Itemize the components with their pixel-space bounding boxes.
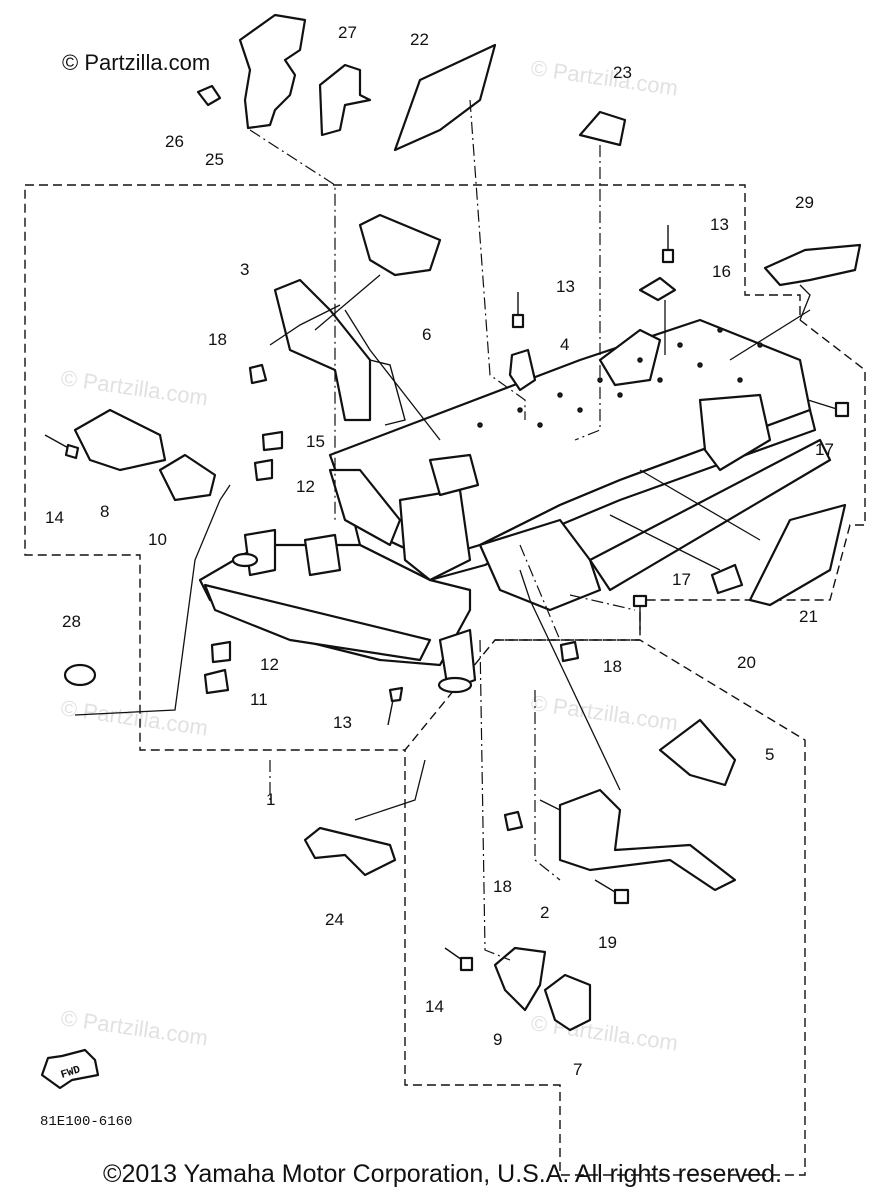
part-3-bracket (273, 278, 372, 422)
part-18-nut (248, 363, 268, 385)
leader-lines (74, 99, 811, 961)
callout-5: 5 (765, 745, 774, 764)
callout-23: 23 (613, 63, 632, 82)
part-26-bolt (196, 84, 222, 107)
part-11-bushing (203, 668, 230, 695)
part-29-plate (763, 243, 862, 287)
part-21-sheet (748, 503, 847, 607)
watermark: © Partzilla.com (59, 365, 209, 410)
part-22-sheet (393, 43, 497, 152)
callout-28: 28 (62, 612, 81, 631)
callout-13b: 13 (556, 277, 575, 296)
callout-19: 19 (598, 933, 617, 952)
callout-6: 6 (422, 325, 431, 344)
callout-11: 11 (250, 690, 268, 709)
part-25-plate (238, 13, 307, 130)
watermark: © Partzilla.com (59, 1005, 209, 1050)
part-27-bracket (318, 63, 372, 137)
watermark: © Partzilla.com (529, 55, 679, 100)
part-18-nut (503, 810, 524, 832)
callout-13a: 13 (710, 215, 729, 234)
callout-18b: 18 (603, 657, 622, 676)
callout-12a: 12 (296, 477, 315, 496)
part-14-bolt (459, 956, 474, 972)
callout-18c: 18 (493, 877, 512, 896)
callout-3: 3 (240, 260, 249, 279)
part-17-bolt (632, 594, 648, 608)
diagram-code: 81E100-6160 (40, 1114, 132, 1130)
watermark: © Partzilla.com (529, 690, 679, 735)
callout-7: 7 (573, 1060, 582, 1079)
part-13-bolt (661, 248, 675, 264)
assembly-boundary-upper (24, 184, 866, 751)
part-16-clip (638, 276, 677, 302)
frame-assembly (198, 318, 832, 694)
callout-18a: 18 (208, 330, 227, 349)
part-17-bolt (834, 401, 850, 418)
part-18-nut (559, 640, 580, 663)
part-13-bolt (388, 686, 404, 703)
callout-1: 1 (266, 790, 275, 809)
fwd-label: FWD (60, 1064, 83, 1082)
callout-20: 20 (737, 653, 756, 672)
part-24-guard (303, 826, 397, 877)
part-10-flange (158, 453, 217, 502)
part-17-bolt (807, 399, 841, 411)
callout-12b: 12 (260, 655, 279, 674)
part-4-clamp (508, 348, 537, 392)
callout-15: 15 (306, 432, 325, 451)
callout-17a: 17 (815, 440, 834, 459)
watermark-top: © Partzilla.com (62, 50, 210, 75)
watermark: © Partzilla.com (59, 695, 209, 740)
part-2-arm (558, 788, 737, 892)
callout-29: 29 (795, 193, 814, 212)
assembly-boundary-lower (404, 639, 806, 1176)
callout-24: 24 (325, 910, 344, 929)
callout-27: 27 (338, 23, 357, 42)
part-23-clip (578, 110, 627, 147)
callouts: 1 2 3 4 5 6 7 8 9 10 11 12 12 13 13 13 1… (45, 23, 834, 1079)
callout-8: 8 (100, 502, 109, 521)
part-6-bracket (358, 213, 442, 277)
callout-14a: 14 (45, 508, 64, 527)
part-19-bolt (613, 888, 630, 905)
part-28-ring (63, 663, 97, 687)
callout-22: 22 (410, 30, 429, 49)
callout-26: 26 (165, 132, 184, 151)
part-5-bracket (658, 718, 737, 787)
callout-21: 21 (799, 607, 818, 626)
callout-14b: 14 (425, 997, 444, 1016)
part-12-bushing (253, 458, 274, 482)
callout-9: 9 (493, 1030, 502, 1049)
fwd-arrow: FWD (40, 1048, 100, 1090)
part-20-label (710, 563, 744, 595)
callout-17b: 17 (672, 570, 691, 589)
part-9-flange (493, 946, 547, 1012)
callout-2: 2 (540, 903, 549, 922)
callout-4: 4 (560, 335, 569, 354)
copyright-notice: ©2013 Yamaha Motor Corporation, U.S.A. A… (103, 1160, 782, 1188)
callout-10: 10 (148, 530, 167, 549)
part-8-bellows (73, 408, 167, 472)
callout-25: 25 (205, 150, 224, 169)
part-15-bushing (261, 430, 284, 452)
part-13-bolt (511, 313, 525, 329)
part-14-bolt (64, 443, 80, 460)
callout-13c: 13 (333, 713, 352, 732)
part-12-bushing (210, 640, 232, 664)
part-7-boot (543, 973, 592, 1032)
callout-16: 16 (712, 262, 731, 281)
watermark: © Partzilla.com (529, 1010, 679, 1055)
